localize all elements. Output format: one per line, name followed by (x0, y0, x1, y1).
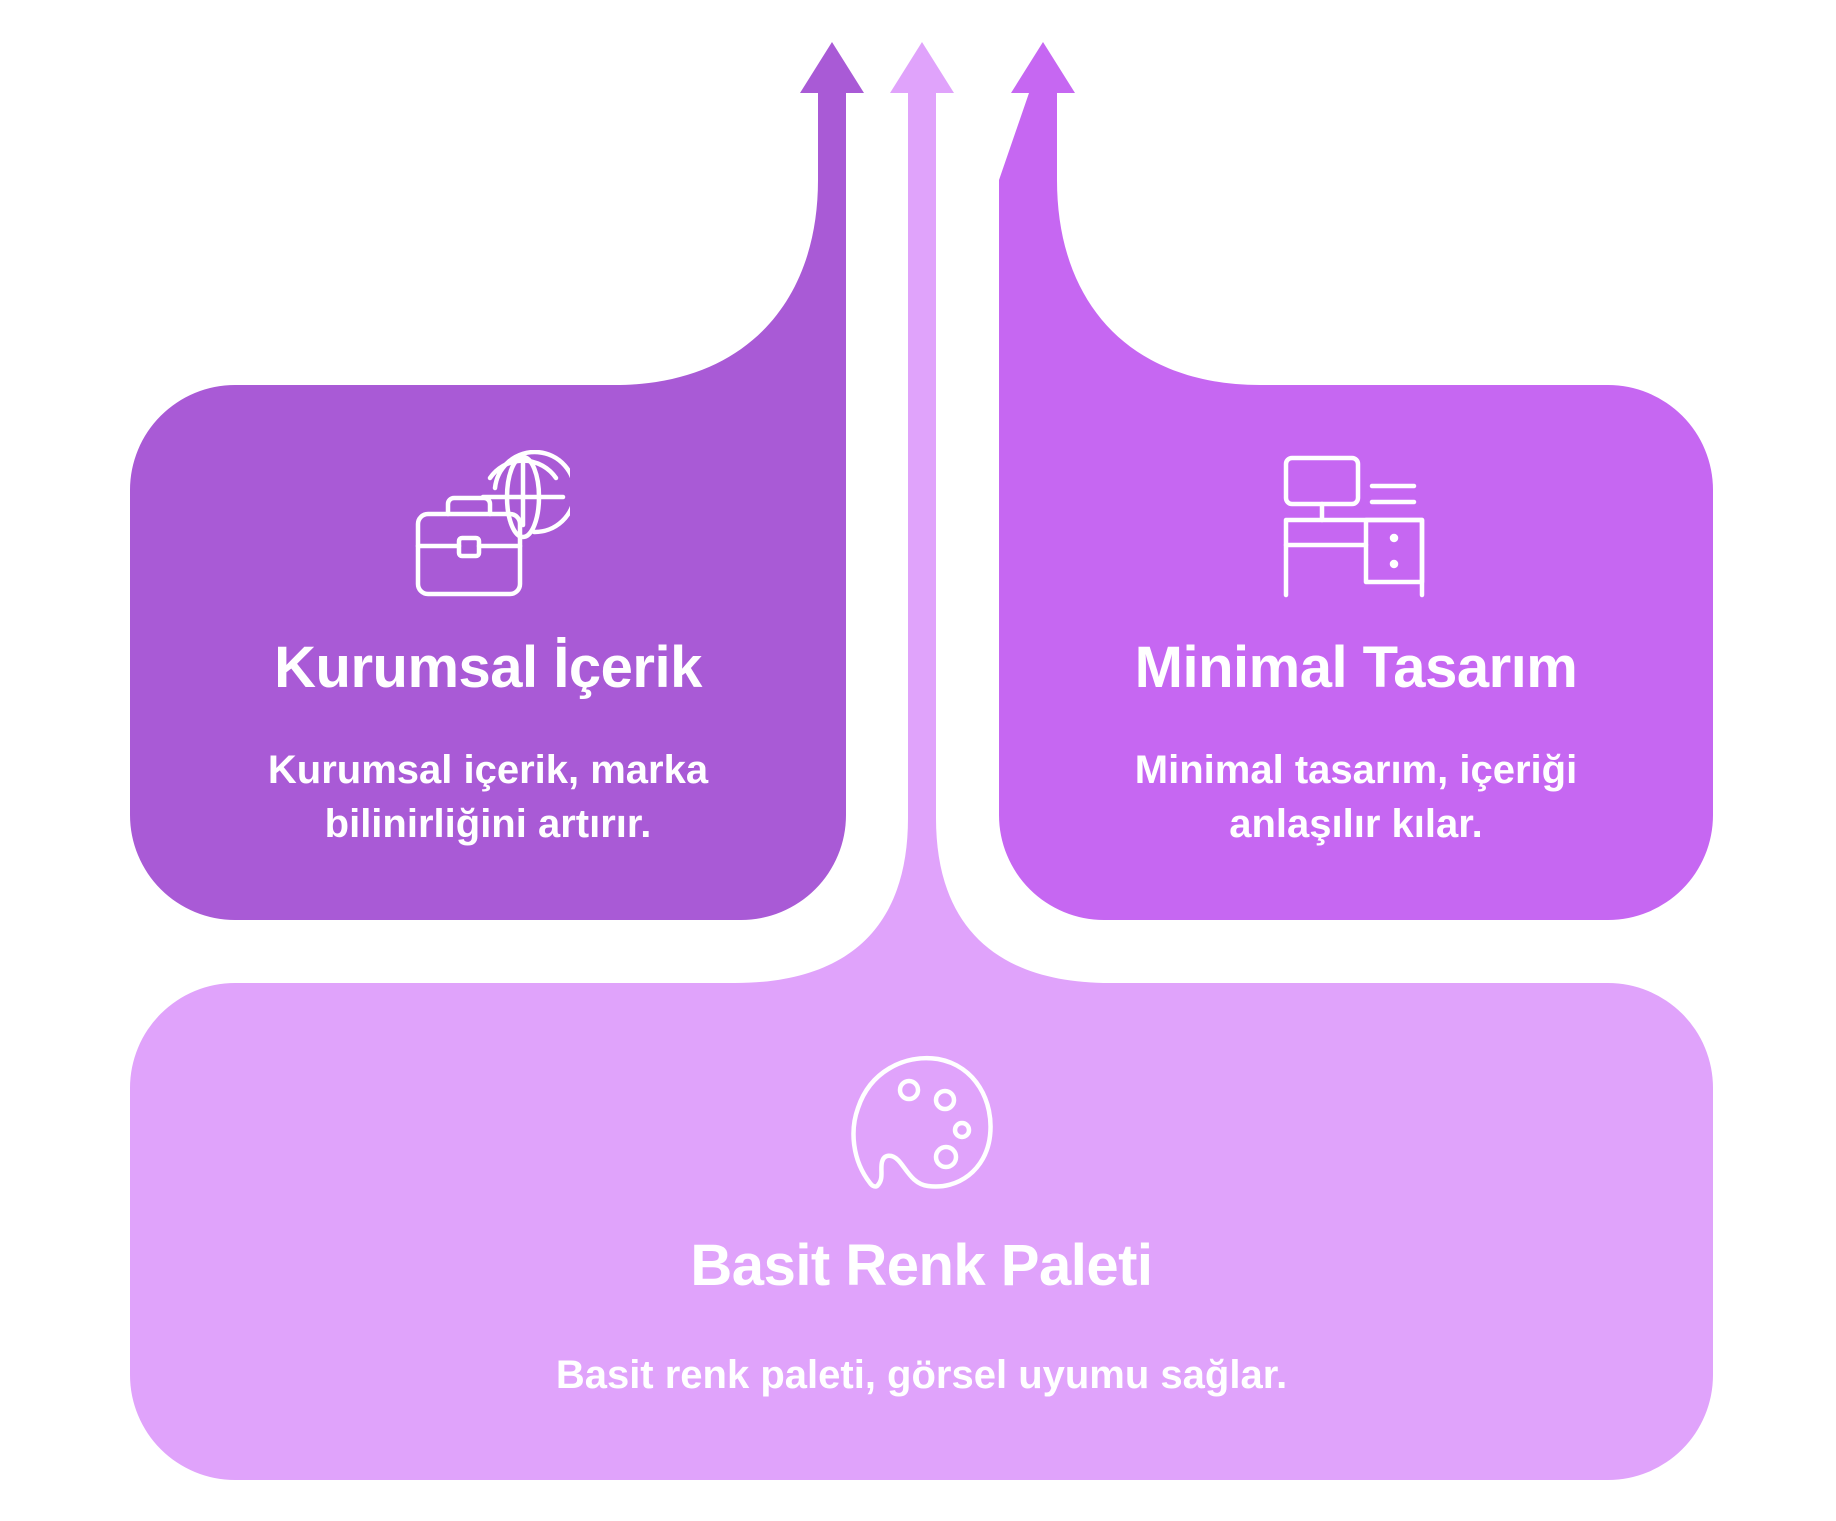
palette-icon (851, 1055, 993, 1189)
card-title-minimal: Minimal Tasarım (1134, 635, 1578, 700)
briefcase-globe-icon (415, 450, 570, 597)
card-description-kurumsal: Kurumsal içerik, marka bilinirliğini art… (267, 748, 709, 846)
bottom-card-shape (130, 42, 1713, 1480)
desk-computer-icon (1283, 455, 1425, 598)
card-description-minimal: Minimal tasarım, içeriği anlaşılır kılar… (1134, 748, 1578, 846)
card-title-kurumsal: Kurumsal İçerik (274, 635, 702, 700)
card-title-palet: Basit Renk Paleti (690, 1233, 1153, 1298)
card-description-palet: Basit renk paleti, görsel uyumu sağlar. (555, 1353, 1288, 1397)
